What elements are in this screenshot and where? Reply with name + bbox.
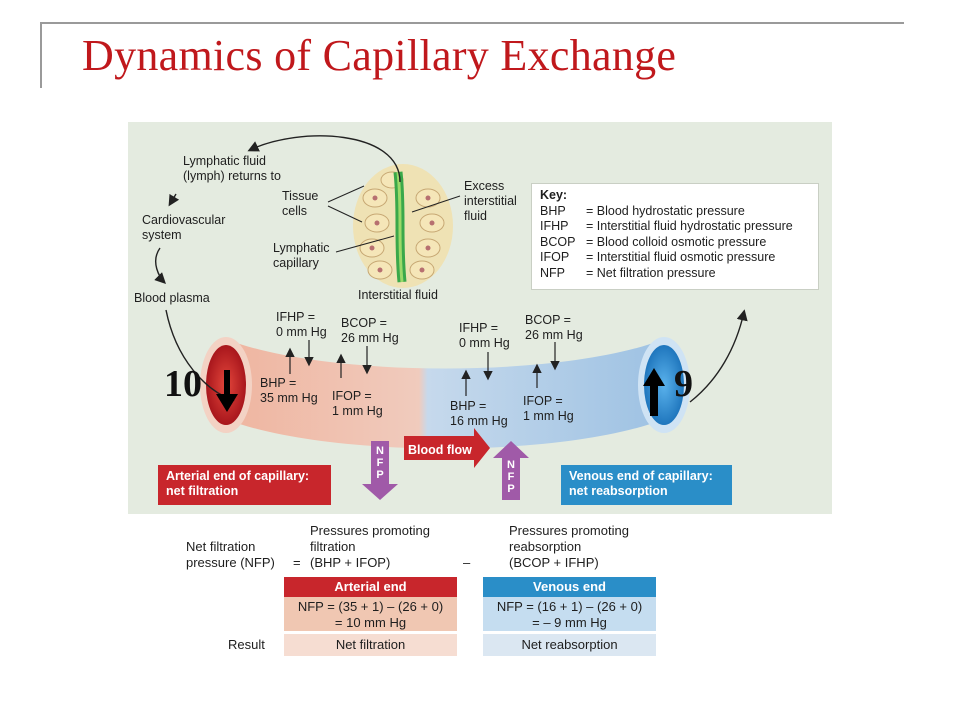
filtration-sum: (BHP + IFOP) — [310, 555, 391, 570]
tissue-cells-illustration — [353, 164, 453, 288]
arterial-end-box: Arterial end of capillary:net filtration — [158, 465, 331, 505]
nfp-arrow-down — [362, 441, 398, 500]
venous-result-cell: Net reabsorption — [483, 634, 656, 656]
arterial-ifhp-label: IFHP =0 mm Hg — [276, 310, 327, 339]
blood-plasma-label: Blood plasma — [134, 291, 210, 305]
slide-frame-left — [40, 22, 42, 88]
key-row: NFP= Net filtration pressure — [540, 265, 716, 280]
key-row: IFHP= Interstitial fluid hydrostatic pre… — [540, 219, 793, 234]
big-down-arrow — [216, 370, 238, 412]
arterial-bcop-label: BCOP =26 mm Hg — [341, 316, 399, 345]
key-row: BCOP= Blood colloid osmotic pressure — [540, 234, 767, 249]
arterial-end-header: Arterial end — [284, 577, 457, 597]
key-legend: Key: BHP= Blood hydrostatic pressure IFH… — [531, 183, 819, 290]
venous-end-header: Venous end — [483, 577, 656, 597]
interstitial-fluid-label: Interstitial fluid — [358, 288, 438, 302]
arterial-calc-cell: NFP = (35 + 1) – (26 + 0)= 10 mm Hg — [284, 597, 457, 631]
left-annotation-number: 10 — [164, 363, 202, 405]
venous-bhp-label: BHP =16 mm Hg — [450, 399, 508, 428]
slide-title: Dynamics of Capillary Exchange — [82, 31, 677, 80]
lymph-returns-label: Lymphatic fluid(lymph) returns to — [183, 154, 281, 183]
blood-flow-arrow — [404, 428, 490, 468]
venous-calc-cell: NFP = (16 + 1) – (26 + 0)= – 9 mm Hg — [483, 597, 656, 631]
venous-ifhp-label: IFHP =0 mm Hg — [459, 321, 510, 350]
venous-ifop-label: IFOP =1 mm Hg — [523, 394, 574, 423]
result-label: Result — [228, 637, 265, 652]
arterial-result-cell: Net filtration — [284, 634, 457, 656]
nfp-arrow-up — [493, 441, 529, 500]
blood-flow-label: Blood flow — [408, 443, 472, 457]
key-title: Key: — [540, 188, 568, 202]
arterial-bhp-label: BHP =35 mm Hg — [260, 376, 318, 405]
formula-minus: – — [463, 555, 471, 570]
reabsorption-sum: (BCOP + IFHP) — [509, 555, 599, 570]
arterial-ifop-label: IFOP =1 mm Hg — [332, 389, 383, 418]
venous-bcop-label: BCOP =26 mm Hg — [525, 313, 583, 342]
venous-end-box: Venous end of capillary:net reabsorption — [561, 465, 732, 505]
right-annotation-number: 9 — [674, 363, 693, 405]
slide-frame-top — [40, 22, 904, 24]
formula-equals: = — [293, 555, 301, 570]
big-up-arrow — [643, 368, 665, 416]
key-row: BHP= Blood hydrostatic pressure — [540, 203, 745, 218]
key-row: IFOP= Interstitial fluid osmotic pressur… — [540, 250, 776, 265]
